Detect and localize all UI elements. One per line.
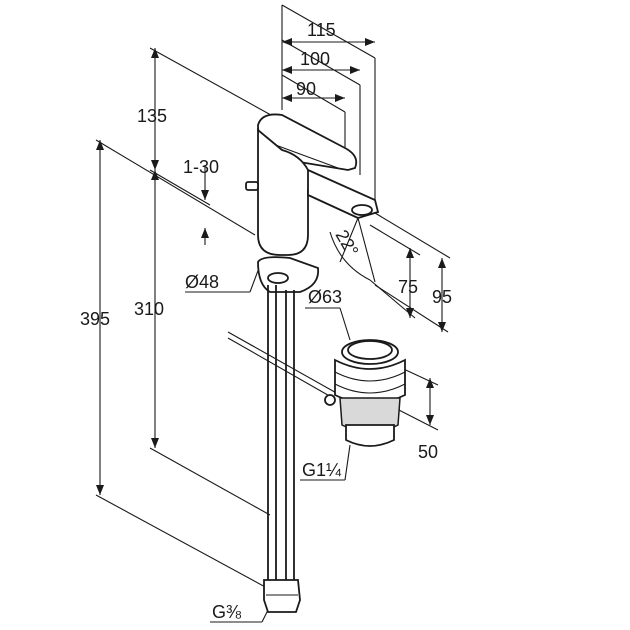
- dim-75-label: 75: [398, 277, 418, 297]
- dim-90-label: 90: [296, 79, 316, 99]
- dim-100-label: 100: [300, 49, 330, 69]
- extension-lines: [95, 4, 451, 623]
- dim-angle-label: 22°: [332, 226, 363, 260]
- dim-lever-range-label: 1-30: [183, 157, 219, 177]
- dim-50-label: 50: [418, 442, 438, 462]
- mounting-base: [257, 256, 320, 613]
- dim-395-label: 395: [80, 309, 110, 329]
- faucet-body: [245, 113, 380, 283]
- thread-g38-label: G⅜: [212, 602, 242, 622]
- dim-diameter-48-label: Ø48: [185, 272, 219, 292]
- dim-115-label: 115: [307, 20, 336, 40]
- thread-g114-label: G1¼: [302, 460, 342, 480]
- dim-135-label: 135: [137, 106, 167, 126]
- dim-diameter-63-label: Ø63: [308, 287, 342, 307]
- dimension-lines: [96, 38, 446, 495]
- dim-310-label: 310: [134, 299, 164, 319]
- dim-95-label: 95: [432, 287, 452, 307]
- popup-waste: [324, 339, 406, 447]
